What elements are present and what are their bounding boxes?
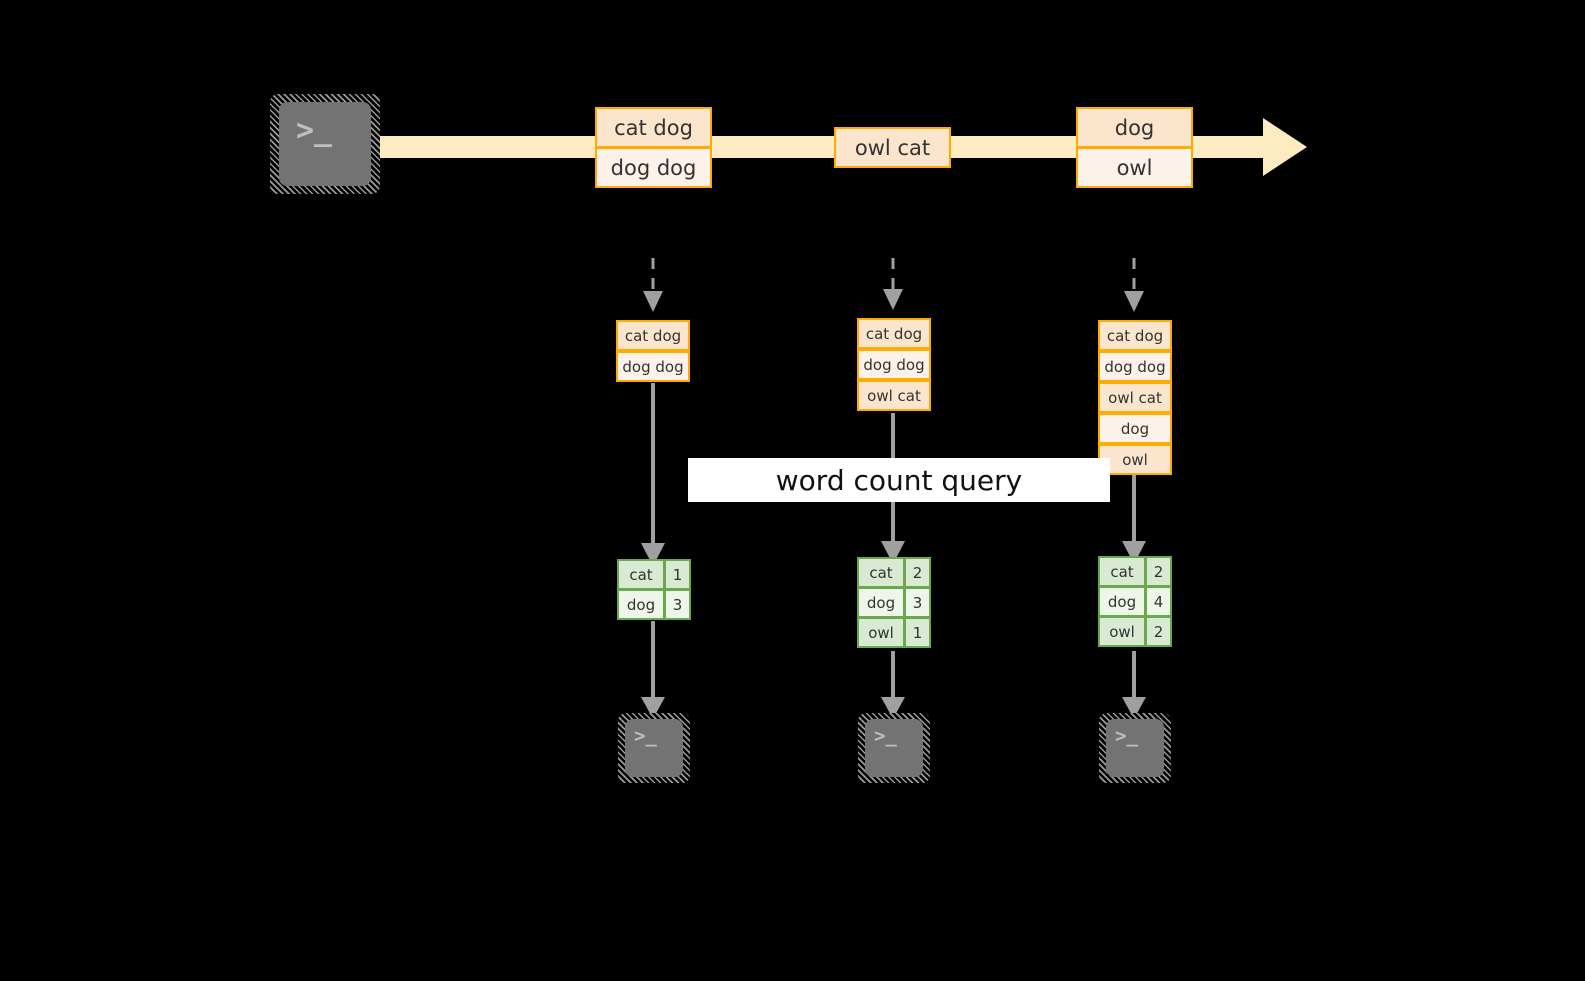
- result-3-row-1-count[interactable]: 2: [1145, 556, 1172, 587]
- snapshot-2-accumulated-row-1[interactable]: cat dog: [857, 318, 931, 349]
- console-prompt-glyph: >_: [296, 113, 333, 148]
- result-2-row-2-count[interactable]: 3: [904, 587, 931, 618]
- stream-event-3-row-2[interactable]: owl: [1076, 147, 1193, 188]
- result-1-row-2-count[interactable]: 3: [664, 589, 691, 620]
- console-body: [865, 719, 923, 777]
- dashed-arrowhead-1: [643, 291, 663, 312]
- snapshot-3-accumulated-row-4[interactable]: dog: [1098, 413, 1172, 444]
- console-prompt-glyph: >_: [1115, 725, 1138, 747]
- console-prompt-glyph: >_: [634, 725, 657, 747]
- snapshot-1-accumulated-row-1[interactable]: cat dog: [616, 320, 690, 351]
- console-prompt-glyph: >_: [874, 725, 897, 747]
- snapshot-3-accumulated-row-2[interactable]: dog dog: [1098, 351, 1172, 382]
- stream-event-2-row-1[interactable]: owl cat: [834, 127, 951, 168]
- sink-3-terminal-console-icon[interactable]: >_: [1099, 713, 1171, 783]
- result-1-row-1-word[interactable]: cat: [617, 559, 665, 590]
- result-3-row-2-word[interactable]: dog: [1098, 586, 1146, 617]
- dashed-arrowhead-2: [883, 289, 903, 310]
- result-3-row-1-word[interactable]: cat: [1098, 556, 1146, 587]
- snapshot-3-accumulated-row-3[interactable]: owl cat: [1098, 382, 1172, 413]
- snapshot-2-accumulated-row-2[interactable]: dog dog: [857, 349, 931, 380]
- console-body: [279, 102, 371, 186]
- snapshot-3-accumulated-row-5[interactable]: owl: [1098, 444, 1172, 475]
- console-body: [1106, 719, 1164, 777]
- result-3-row-2-count[interactable]: 4: [1145, 586, 1172, 617]
- result-2-row-2-word[interactable]: dog: [857, 587, 905, 618]
- sink-1-terminal-console-icon[interactable]: >_: [618, 713, 690, 783]
- stream-event-1-row-1[interactable]: cat dog: [595, 107, 712, 148]
- result-3-row-3-word[interactable]: owl: [1098, 616, 1146, 647]
- word-count-query-banner: word count query: [688, 458, 1110, 502]
- stream-event-3-row-1[interactable]: dog: [1076, 107, 1193, 148]
- dashed-arrowhead-3: [1124, 291, 1144, 312]
- result-2-row-1-count[interactable]: 2: [904, 557, 931, 588]
- snapshot-2-accumulated-row-3[interactable]: owl cat: [857, 380, 931, 411]
- result-2-row-1-word[interactable]: cat: [857, 557, 905, 588]
- result-2-row-3-count[interactable]: 1: [904, 617, 931, 648]
- sink-2-terminal-console-icon[interactable]: >_: [858, 713, 930, 783]
- snapshot-3-accumulated-row-1[interactable]: cat dog: [1098, 320, 1172, 351]
- result-1-row-1-count[interactable]: 1: [664, 559, 691, 590]
- source-terminal-console-icon[interactable]: >_: [270, 94, 380, 194]
- result-3-row-3-count[interactable]: 2: [1145, 616, 1172, 647]
- result-1-row-2-word[interactable]: dog: [617, 589, 665, 620]
- stream-event-1-row-2[interactable]: dog dog: [595, 147, 712, 188]
- result-2-row-3-word[interactable]: owl: [857, 617, 905, 648]
- console-body: [625, 719, 683, 777]
- snapshot-1-accumulated-row-2[interactable]: dog dog: [616, 351, 690, 382]
